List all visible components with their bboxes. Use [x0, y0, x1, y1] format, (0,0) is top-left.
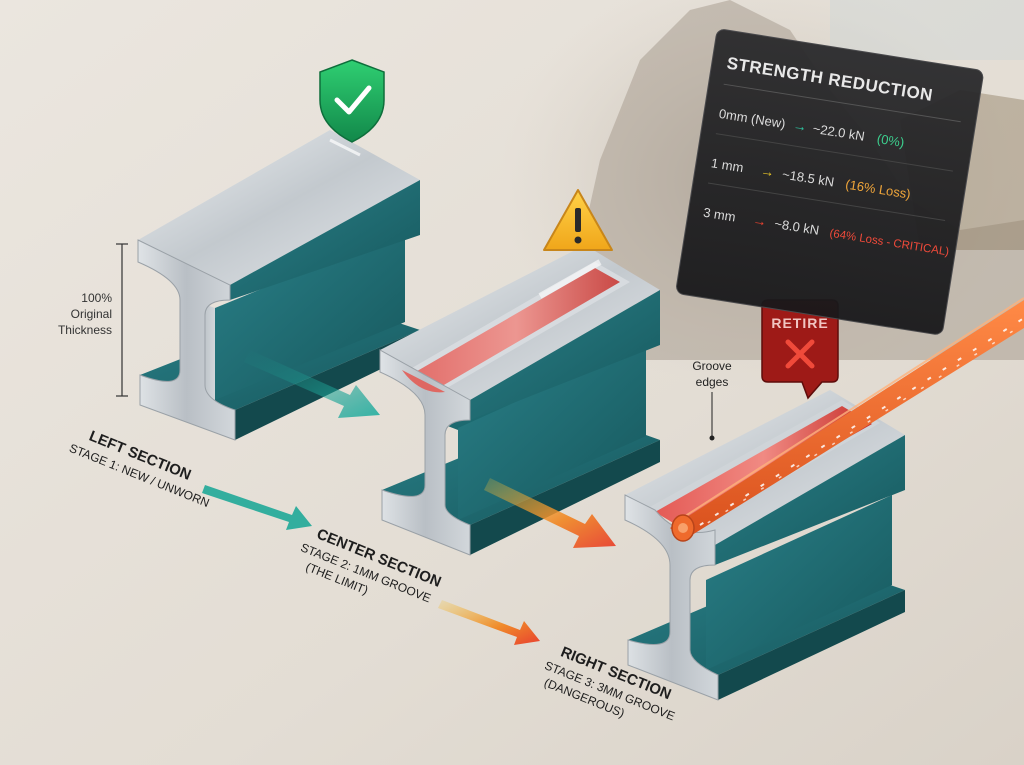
thickness-label-2: Original: [71, 307, 112, 321]
section-arrow-teal: [202, 485, 312, 530]
section-arrow-orange: [438, 600, 540, 645]
right-arrow-icon: →: [792, 117, 808, 135]
warning-icon: [543, 189, 613, 251]
flow-arrow-orange: [484, 478, 616, 548]
callout-leader: [709, 392, 715, 441]
rail-1mm-groove: [379, 245, 660, 556]
callout-groove-line2: edges: [696, 375, 729, 389]
right-arrow-icon: →: [759, 162, 775, 180]
thickness-bracket: [116, 243, 128, 397]
callout-groove-line1: Groove: [692, 359, 732, 373]
right-arrow-icon: →: [752, 212, 768, 230]
row-value: ~8.0 kN: [773, 216, 820, 238]
row-loss: (0%): [876, 131, 905, 150]
close-x-icon: [785, 339, 815, 369]
thickness-label-3: Thickness: [58, 323, 112, 337]
rope: [670, 297, 1024, 542]
row-depth: 3 mm: [702, 205, 736, 225]
flow-arrow-teal: [244, 350, 380, 418]
strength-panel: STRENGTH REDUCTION 0mm (New) → ~22.0 kN …: [676, 29, 984, 335]
shield-check-icon: [319, 59, 385, 143]
row-depth: 1 mm: [710, 155, 744, 175]
thickness-label-1: 100%: [81, 291, 112, 305]
retire-label: RETIRE: [771, 315, 828, 331]
